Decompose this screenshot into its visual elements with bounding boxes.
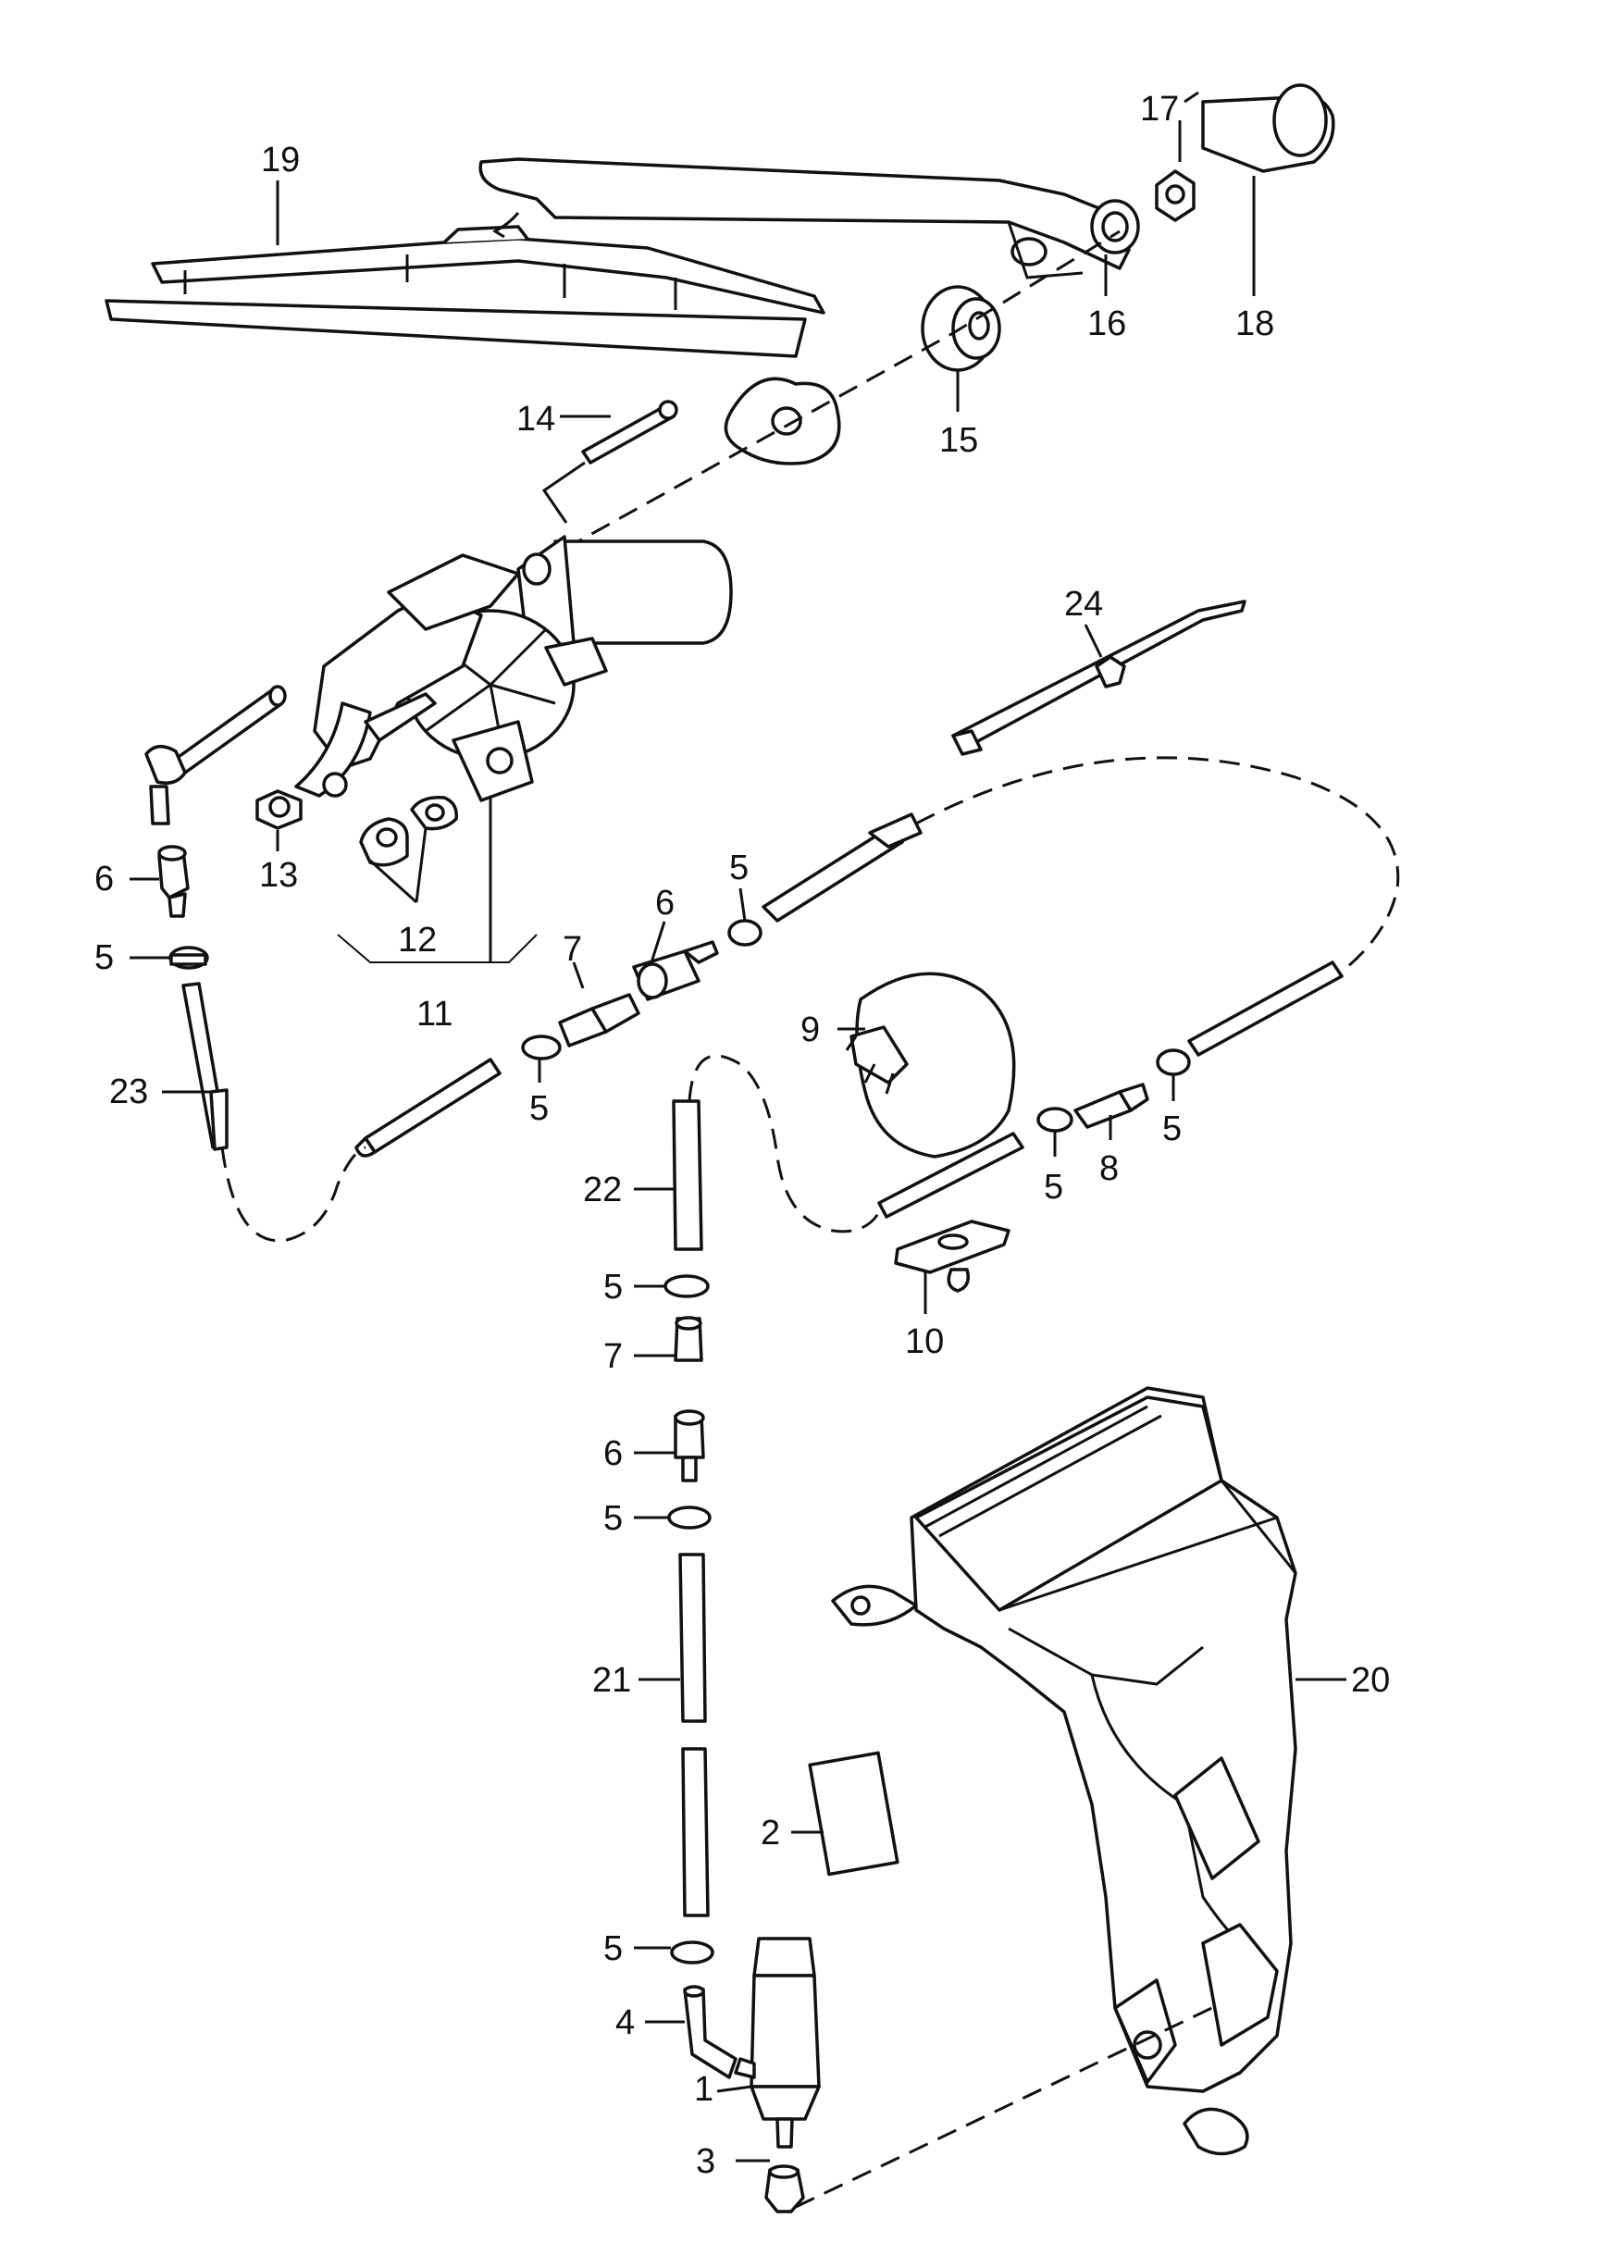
washer-pump-1 [734,1937,821,2149]
callout-labels: 19 17 18 16 15 14 24 13 12 11 6 5 23 7 6… [94,90,1390,2181]
callout-2: 2 [761,1814,780,1853]
callout-8: 8 [1099,1149,1119,1188]
vertical-hose-assembly [663,1099,714,1964]
grommet-3 [764,2164,805,2213]
callout-13: 13 [259,856,298,895]
washer-reservoir-20 [831,1386,1297,2156]
callout-7-center: 7 [563,930,582,969]
callout-11: 11 [416,995,452,1034]
holder-10 [894,1220,1010,1293]
callout-21: 21 [592,1661,631,1700]
callout-10: 10 [905,1322,944,1361]
callout-6-center: 6 [655,884,675,923]
clamp-5-left [168,946,209,970]
callout-19: 19 [261,141,300,180]
callout-5-center: 5 [529,1089,549,1128]
axis-line-arm [536,229,1121,566]
grommets-12 [359,796,458,867]
hose-route-middle [688,1054,881,1233]
callout-5-right-b: 5 [1162,1109,1182,1148]
callout-6-left: 6 [94,860,114,899]
fitting-6-left [157,845,190,918]
wiper-motor [294,535,733,802]
nut-13 [255,789,303,830]
callout-20: 20 [1351,1661,1390,1700]
center-hose-assembly [354,812,923,1158]
arm-cap-nut [1090,83,1335,254]
motor-hose-left [144,685,287,825]
hose-route-left [220,1146,366,1243]
elbow-4 [683,1985,738,2079]
cable-tie-24 [951,600,1246,756]
callout-5-top: 5 [729,849,749,887]
callout-22: 22 [583,1171,622,1209]
hose-23 [181,982,229,1151]
callout-14: 14 [516,400,555,439]
callout-5-right-a: 5 [1044,1168,1063,1207]
callout-5-left: 5 [94,938,114,977]
callout-3: 3 [696,2142,715,2181]
callout-17: 17 [1140,90,1179,129]
callout-24: 24 [1064,585,1103,624]
callout-12: 12 [398,921,437,960]
callout-23: 23 [109,1072,148,1111]
nozzle-9 [845,972,1016,1159]
callout-16: 16 [1087,304,1126,343]
wiper-arm [478,157,1131,279]
callout-5-v3: 5 [603,1929,623,1968]
callout-7-vertical: 7 [603,1337,623,1376]
grommet-15 [921,285,1001,372]
callout-1: 1 [694,2070,713,2109]
hose-route-top [915,756,1400,973]
callout-5-v1: 5 [603,1268,623,1307]
callout-4: 4 [615,2003,635,2042]
foam-pad-2 [808,1751,899,1877]
pin-14 [581,400,678,465]
callout-15: 15 [939,421,978,460]
wiper-blade [105,225,825,358]
leader-lines [130,91,1346,2163]
seal-ring [724,377,841,465]
axis-line-pump [795,2002,1222,2209]
callout-6-vertical: 6 [603,1434,623,1473]
callout-5-v2: 5 [603,1499,623,1538]
callout-18: 18 [1235,304,1274,343]
callout-9: 9 [800,1010,820,1049]
